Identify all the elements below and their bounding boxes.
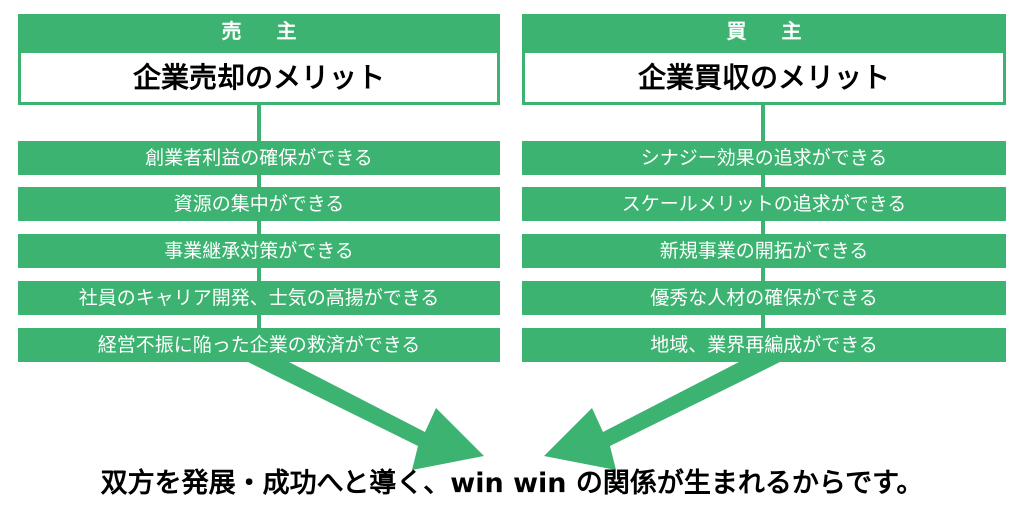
- seller-header: 売 主: [18, 14, 500, 50]
- seller-header-label: 売 主: [221, 19, 311, 43]
- buyer-item-3: 新規事業の開拓ができる: [522, 234, 1006, 268]
- buyer-item-1: シナジー効果の追求ができる: [522, 141, 1006, 175]
- seller-item-5: 経営不振に陥った企業の救済ができる: [18, 328, 500, 362]
- conclusion-text: 双方を発展・成功へと導く、win win の関係が生まれるからです。: [100, 468, 924, 499]
- seller-title: 企業売却のメリット: [132, 61, 385, 94]
- seller-item-2: 資源の集中ができる: [18, 187, 500, 221]
- seller-item-1: 創業者利益の確保ができる: [18, 141, 500, 175]
- seller-item-4: 社員のキャリア開発、士気の高揚ができる: [18, 281, 500, 315]
- buyer-title: 企業買収のメリット: [637, 61, 890, 94]
- buyer-item-5: 地域、業界再編成ができる: [522, 328, 1006, 362]
- right-arrow: [544, 362, 780, 470]
- seller-item-3: 事業継承対策ができる: [18, 234, 500, 268]
- buyer-header: 買 主: [522, 14, 1006, 50]
- seller-title-box: 企業売却のメリット: [18, 50, 500, 105]
- left-arrow: [248, 362, 484, 470]
- buyer-header-label: 買 主: [726, 19, 816, 43]
- buyer-item-2: スケールメリットの追求ができる: [522, 187, 1006, 221]
- buyer-title-box: 企業買収のメリット: [522, 50, 1006, 105]
- buyer-item-4: 優秀な人材の確保ができる: [522, 281, 1006, 315]
